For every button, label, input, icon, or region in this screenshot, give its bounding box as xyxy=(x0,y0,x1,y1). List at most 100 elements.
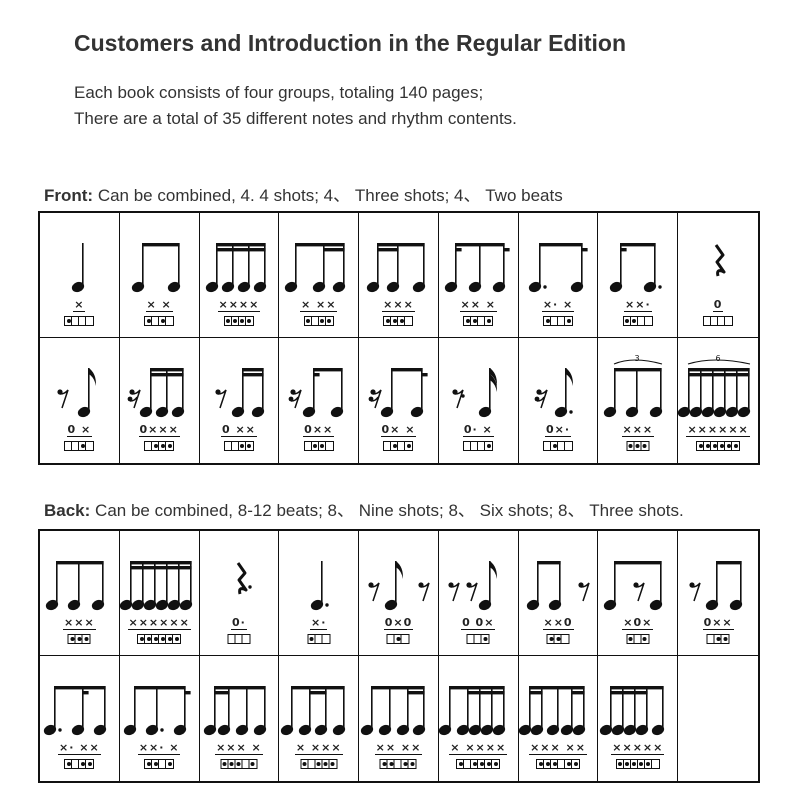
beat-box-filled xyxy=(551,760,559,768)
beat-box-filled xyxy=(627,635,635,643)
front-rhythm-card: × xyxy=(40,213,120,338)
beam xyxy=(466,691,505,695)
beat-box-empty xyxy=(312,317,319,325)
beam xyxy=(129,566,192,570)
beam xyxy=(215,243,266,247)
beat-box-filled xyxy=(159,635,167,643)
rhythm-syllables: 0· xyxy=(200,616,279,630)
beam xyxy=(614,561,663,565)
beat-box-filled xyxy=(246,317,253,325)
rhythm-syllables: ×× × xyxy=(439,298,518,312)
beat-box-filled xyxy=(544,760,552,768)
beam xyxy=(454,248,462,252)
beat-boxes xyxy=(223,441,254,451)
rhythm-syllables: × ××× xyxy=(279,741,358,755)
beat-box-filled xyxy=(232,317,239,325)
beat-box-filled xyxy=(388,760,395,768)
beat-box-empty xyxy=(86,442,93,450)
beat-box-filled xyxy=(326,317,333,325)
beat-box-empty xyxy=(402,635,409,643)
rhythm-syllables-text: ××· xyxy=(624,298,652,312)
beam xyxy=(129,561,192,565)
back-rhythm-card: ×· xyxy=(279,531,360,656)
rhythm-syllables: × xyxy=(40,298,119,312)
beat-box-filled xyxy=(711,442,719,450)
beat-box-filled xyxy=(565,760,573,768)
flag xyxy=(489,561,497,579)
beam xyxy=(183,691,191,695)
back-rhythm-card: ××· × xyxy=(120,656,200,781)
back-rhythm-card: 0×× xyxy=(678,531,758,656)
beat-box-filled xyxy=(228,760,236,768)
beat-box-empty xyxy=(464,442,472,450)
rhythm-syllables: 0×× xyxy=(678,616,758,630)
beam xyxy=(610,691,649,695)
eighth-rest xyxy=(131,389,141,409)
beat-box-filled xyxy=(308,635,316,643)
beat-boxes xyxy=(64,441,95,451)
rhythm-syllables-text: ××× xyxy=(621,423,655,437)
rhythm-syllables: ×××××× xyxy=(678,423,758,437)
beat-box-empty xyxy=(72,760,80,768)
eighth-rest xyxy=(468,582,478,602)
rhythm-syllables: ××× xyxy=(40,616,119,630)
rhythm-syllables: ××· × xyxy=(120,741,199,755)
sixteenth-rest xyxy=(129,396,138,402)
back-section-label: Back: Can be combined, 8-12 beats; 8、 Ni… xyxy=(44,496,684,521)
beam xyxy=(610,686,665,690)
beat-box-filled xyxy=(152,635,160,643)
rhythm-notation xyxy=(368,561,430,611)
back-rhythm-card: ×· ×× xyxy=(40,656,120,781)
rhythm-syllables: × ×× xyxy=(279,298,358,312)
beat-box-filled xyxy=(225,317,232,325)
beat-box-filled xyxy=(457,760,465,768)
rhythm-syllables: 0× × xyxy=(359,423,438,437)
beat-box-filled xyxy=(312,442,319,450)
beat-box-empty xyxy=(315,635,323,643)
rest-dot xyxy=(288,396,294,402)
beat-box-filled xyxy=(617,760,624,768)
eighth-rest xyxy=(293,389,303,409)
rhythm-notation xyxy=(285,243,346,293)
beat-boxes xyxy=(706,634,730,644)
beam xyxy=(295,243,345,247)
beam xyxy=(82,691,89,695)
beat-box-empty xyxy=(544,442,552,450)
beam xyxy=(407,691,425,695)
rhythm-syllables-text: 0××× xyxy=(138,423,180,437)
tuplet-number: 3 xyxy=(635,354,640,363)
back-rhythm-card: ××× xyxy=(40,531,120,656)
rhythm-syllables: ××· xyxy=(598,298,677,312)
back-label-text: Can be combined, 8-12 beats; 8、 Nine sho… xyxy=(90,501,684,520)
beat-box-filled xyxy=(166,760,173,768)
rhythm-notation xyxy=(71,243,85,293)
rhythm-notation xyxy=(438,686,506,736)
rhythm-syllables-text: ×× × xyxy=(459,298,497,312)
beat-box-empty xyxy=(704,317,712,325)
rhythm-notation xyxy=(360,686,426,736)
beat-box-empty xyxy=(558,760,566,768)
eighth-rest xyxy=(454,389,464,409)
tuplet-arc xyxy=(688,359,751,365)
rhythm-syllables-text: 0· × xyxy=(462,423,494,437)
beat-boxes xyxy=(383,316,414,326)
beat-box-filled xyxy=(537,760,545,768)
beat-box-empty xyxy=(558,442,566,450)
rhythm-syllables: 0 ×× xyxy=(200,423,279,437)
beam xyxy=(688,368,750,372)
rhythm-syllables: 0 0× xyxy=(439,616,518,630)
back-rhythm-card: ××× ×× xyxy=(518,656,599,781)
back-rhythm-card: ×××××× xyxy=(119,531,200,656)
beat-box-filled xyxy=(79,760,87,768)
tuplet-number: 6 xyxy=(716,354,721,363)
beat-box-filled xyxy=(65,760,73,768)
rhythm-syllables-text: ×· ×× xyxy=(58,741,101,755)
beat-box-filled xyxy=(329,760,336,768)
rhythm-syllables: ×× ×× xyxy=(359,741,438,755)
rest-dot xyxy=(534,396,540,402)
beat-box-filled xyxy=(69,635,76,643)
beat-box-filled xyxy=(138,635,146,643)
beat-box-empty xyxy=(72,317,80,325)
beam xyxy=(377,248,399,252)
rhythm-syllables-text: ××××× xyxy=(611,741,665,755)
